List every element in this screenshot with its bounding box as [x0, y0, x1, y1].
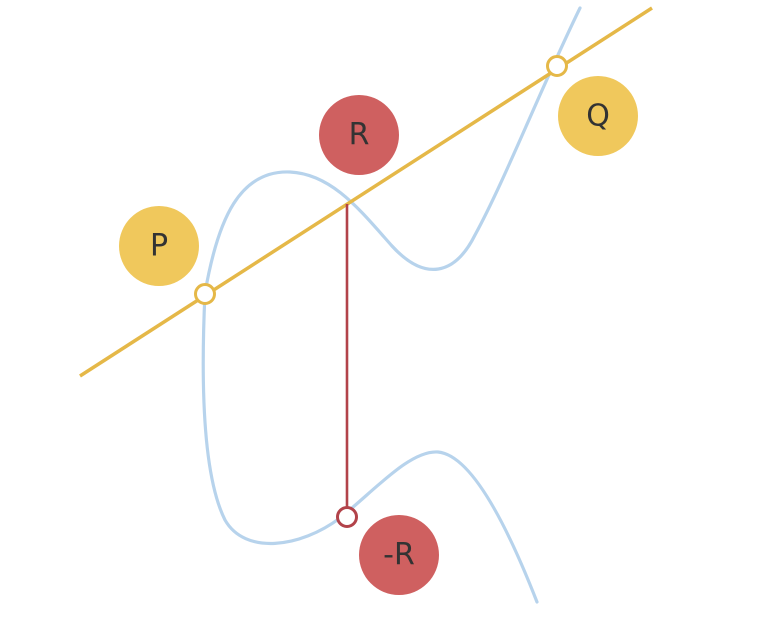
point-q-badge: Q	[558, 76, 638, 156]
point-q-label: Q	[586, 99, 610, 134]
point-p-badge: P	[119, 206, 199, 286]
point-p-marker	[194, 283, 216, 305]
point-r-label: R	[349, 118, 370, 153]
point-neg-r-marker	[336, 506, 358, 528]
point-r-badge: R	[319, 95, 399, 175]
point-q-marker	[546, 55, 568, 77]
point-p-label: P	[150, 229, 168, 264]
point-neg-r-badge: -R	[359, 515, 439, 595]
elliptic-curve-lower-branch	[201, 291, 539, 604]
point-neg-r-label: -R	[383, 538, 415, 573]
elliptic-curve-upper-branch	[203, 6, 582, 295]
